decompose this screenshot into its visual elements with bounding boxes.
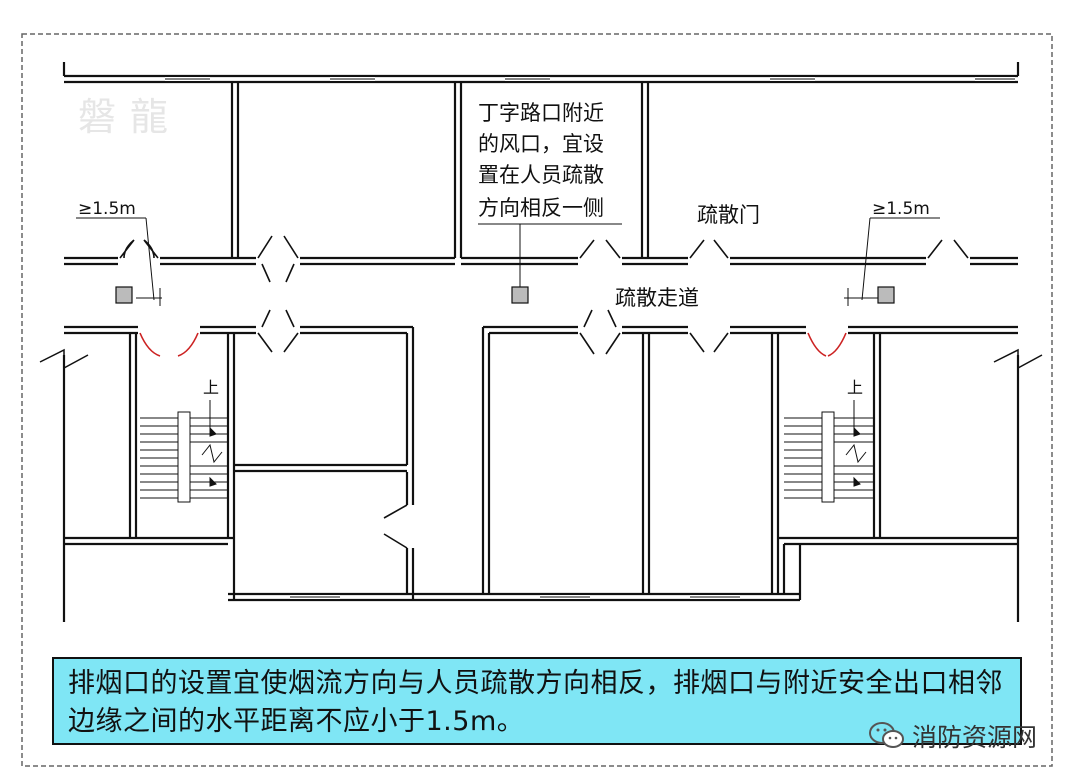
note-line-1: 丁字路口附近 [478,101,604,125]
smoke-vent-right [877,286,895,304]
dim-label-left: ≥1.5m [78,199,136,219]
door-top-3 [579,239,621,259]
door-bottom-3 [689,332,729,353]
door-bottom-2 [579,309,621,355]
door-top-1 [119,239,159,259]
stair-up-left: 上 [203,378,219,397]
note-line-3: 置在人员疏散 [478,163,604,187]
dim-label-right: ≥1.5m [872,199,930,219]
watermark-text: 消防资源网 [912,723,1038,752]
door-top-5 [927,239,969,259]
door-top-2 [257,235,299,283]
caption-box: 排烟口的设置宜使烟流方向与人员疏散方向相反，排烟口与附近安全出口相邻边缘之间的水… [52,657,1022,745]
wechat-icon [869,722,904,748]
door-side [383,504,408,549]
stair-up-right: 上 [847,378,863,397]
evac-door-label: 疏散门 [697,203,760,227]
door-top-4 [689,239,729,259]
doors [119,235,969,549]
door-bottom-1 [257,309,299,353]
dimension-lines [76,217,940,306]
break-lines [39,348,1043,370]
note-line-4: 方向相反一侧 [478,196,604,220]
source-watermark: 消防资源网 [868,719,1037,753]
smoke-vent-left [115,286,133,304]
walls [62,62,1020,622]
smoke-vent-center [511,286,529,304]
note-line-2: 的风口，宜设 [478,132,604,156]
logo-watermark: 磐龍 [78,95,182,139]
stair-left [140,400,228,503]
corridor-label: 疏散走道 [615,286,699,310]
caption-text: 排烟口的设置宜使烟流方向与人员疏散方向相反，排烟口与附近安全出口相邻边缘之间的水… [68,668,1003,737]
dashed-frame [21,33,1053,767]
fire-doors [139,332,847,357]
stair-right [784,400,874,503]
